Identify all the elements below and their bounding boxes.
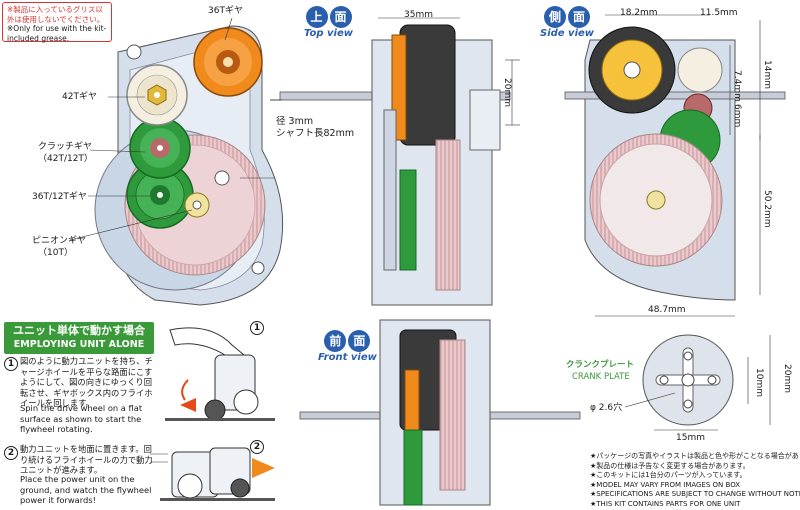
dim-14mm: 14mm <box>762 60 772 89</box>
employing-unit-en: EMPLOYING UNIT ALONE <box>13 339 145 350</box>
step2-text-en: Place the power unit on the ground, and … <box>20 474 152 505</box>
label-36t-gear: 36Tギヤ <box>208 6 243 16</box>
label-shaft-length: シャフト長82mm <box>276 128 355 139</box>
dim-48-7mm: 48.7mm <box>648 305 686 315</box>
step2-text-jp: 動力ユニットを地面に置きます。回り続けるフライホイールの力で動力ユニットが進みま… <box>20 444 153 475</box>
dim-11-5mm: 11.5mm <box>700 8 738 18</box>
step2-illustration <box>150 447 275 501</box>
step1-text-jp: 図のように動力ユニットを持ち、チャージホイールを平らな路面にこすようにして、図の… <box>20 356 153 408</box>
label-pinion-gear: ピニオンギヤ <box>32 236 87 246</box>
label-clutch-gear: クラッチギヤ <box>38 142 93 152</box>
badge-side-jp2: 面 <box>568 6 591 28</box>
step2-number: 2 <box>4 446 18 460</box>
dim-15mm: 15mm <box>676 433 705 443</box>
grease-note: ※製品に入っているグリス以外は使用しないでください。 ※Only for use… <box>2 2 112 43</box>
crank-plate-title-jp: クランクプレート <box>566 360 635 370</box>
badge-top-view: 上面 Top view <box>304 6 353 40</box>
grease-note-en: ※Only for use with the kit-included grea… <box>7 24 107 43</box>
employing-unit-header: ユニット単体で動かす場合 EMPLOYING UNIT ALONE <box>4 322 154 354</box>
dim-7-4mm: 7.4mm <box>732 70 742 102</box>
label-shaft-dia: 径 3mm <box>276 116 314 127</box>
dim-6mm: 6mm <box>732 104 742 128</box>
illustration-2-number: 2 <box>250 440 264 454</box>
footer-line-5: ★SPECIFICATIONS ARE SUBJECT TO CHANGE WI… <box>590 490 800 498</box>
illustration-1-number: 1 <box>250 321 264 335</box>
dim-20mm-crank: 20mm <box>782 364 792 393</box>
dim-18-2mm: 18.2mm <box>620 8 658 18</box>
badge-top-jp2: 面 <box>329 6 352 28</box>
badge-side-view: 側面 Side view <box>540 6 594 40</box>
badge-top-en: Top view <box>304 28 354 39</box>
step1-text-en: Spin the drive wheel on a flat surface a… <box>20 403 143 434</box>
front-view-illustration <box>299 319 581 506</box>
badge-front-jp2: 面 <box>348 330 371 352</box>
step1-number: 1 <box>4 357 18 371</box>
dim-10mm: 10mm <box>754 368 764 397</box>
left-gearbox-illustration <box>69 17 284 306</box>
dim-hole-2-6: φ 2.6穴 <box>590 403 623 413</box>
label-42t-gear: 42Tギヤ <box>62 92 97 102</box>
label-clutch-gear-sub: （42T/12T） <box>38 154 93 164</box>
footer-line-2: ★製品の仕様は予告なく変更する場合があります。 <box>590 461 750 470</box>
badge-front-en: Front view <box>318 352 377 363</box>
label-pinion-gear-sub: （10T） <box>38 248 73 258</box>
side-view-illustration <box>564 14 786 317</box>
footer-line-3: ★このキットには1台分のパーツが入っています。 <box>590 471 747 479</box>
dim-50-2mm: 50.2mm <box>762 190 772 228</box>
top-view-illustration <box>279 17 520 306</box>
footer-line-4: ★MODEL MAY VARY FROM IMAGES ON BOX <box>590 480 741 489</box>
dim-35mm: 35mm <box>404 10 433 20</box>
badge-side-en: Side view <box>540 28 595 39</box>
footer-line-6: ★THIS KIT CONTAINS PARTS FOR ONE UNIT <box>590 499 741 508</box>
footer-line-1: ★パッケージの写真やイラストは製品と色や形がことなる場合があります。 <box>590 452 800 460</box>
label-36-12-gear: 36T/12Tギヤ <box>32 192 87 202</box>
step1-illustration <box>160 322 275 421</box>
badge-side-jp1: 側 <box>544 6 567 28</box>
crank-plate-illustration <box>624 334 771 431</box>
crank-plate-title-en: CRANK PLATE <box>572 372 630 382</box>
grease-note-jp: ※製品に入っているグリス以外は使用しないでください。 <box>7 5 105 24</box>
footer-notes: ★パッケージの写真やイラストは製品と色や形がことなる場合があります。 ★製品の仕… <box>590 452 800 509</box>
badge-top-jp1: 上 <box>305 6 328 28</box>
employing-unit-jp: ユニット単体で動かす場合 <box>13 324 145 337</box>
dim-20mm-top: 20mm <box>502 78 512 107</box>
badge-front-view: 前面 Front view <box>318 330 377 364</box>
badge-front-jp1: 前 <box>324 330 347 352</box>
